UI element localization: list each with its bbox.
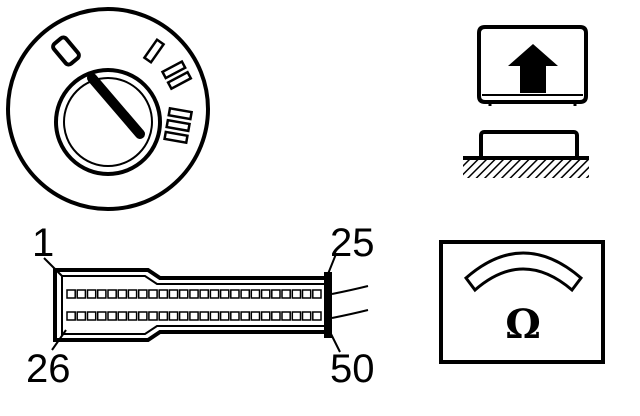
- pin-cavity: [291, 289, 302, 299]
- pin-cavity: [76, 289, 87, 299]
- pin-cavity: [107, 289, 117, 299]
- pin-label-50: 50: [330, 347, 375, 391]
- pin-cavity: [199, 311, 210, 321]
- pin-cavity: [271, 311, 281, 321]
- pin-cavity: [312, 289, 322, 299]
- push-button: [463, 25, 589, 178]
- pin-row-top: [66, 289, 322, 299]
- pin-cavity: [107, 311, 117, 321]
- pin-cavity: [271, 289, 281, 299]
- meter-scale-icon: [463, 251, 584, 293]
- pin-cavity: [168, 289, 179, 299]
- pin-cavity: [66, 289, 76, 299]
- pin-cavity: [189, 289, 199, 299]
- pin-cavity: [86, 311, 97, 321]
- pin-cavity: [230, 311, 240, 321]
- ignition-switch: [6, 7, 210, 211]
- pin-cavity: [66, 311, 76, 321]
- pin-cavity: [312, 311, 322, 321]
- ohmmeter: Ω: [439, 240, 605, 364]
- position-mark-1-icon: [142, 37, 166, 65]
- pin-cavity: [250, 289, 261, 299]
- pin-cavity: [301, 289, 312, 299]
- position-mark-2-icon: [160, 59, 193, 91]
- arrow-up-icon: [508, 44, 558, 93]
- switch-cylinder: [63, 77, 153, 167]
- pin-cavity: [250, 311, 261, 321]
- connector-latch: [324, 272, 332, 338]
- pin-cavity: [240, 311, 251, 321]
- pin-cavity: [209, 311, 220, 321]
- pin-cavity: [240, 289, 251, 299]
- pin-cavity: [219, 311, 230, 321]
- pin-cavity: [189, 311, 199, 321]
- pin-label-26: 26: [26, 347, 71, 391]
- wire: [331, 285, 369, 295]
- pin-cavity: [148, 311, 158, 321]
- pin-cavity: [301, 311, 312, 321]
- pin-cavity: [178, 289, 189, 299]
- connector: 1 25 26 50: [26, 221, 375, 391]
- pin-cavity: [117, 289, 128, 299]
- pin-label-1: 1: [32, 221, 54, 265]
- mounting-surface: [463, 158, 589, 178]
- key-slot-icon: [87, 73, 145, 139]
- pin-cavity: [117, 311, 128, 321]
- position-mark-3-icon: [163, 106, 194, 145]
- pin-cavity: [158, 311, 169, 321]
- pin-cavity: [137, 311, 148, 321]
- pin-cavity: [148, 289, 158, 299]
- wire: [331, 309, 369, 319]
- position-mark-0-icon: [51, 35, 81, 67]
- pin-cavity: [86, 289, 97, 299]
- pin-cavity: [158, 289, 169, 299]
- pin-cavity: [168, 311, 179, 321]
- pin-cavity: [199, 289, 210, 299]
- ohm-symbol: Ω: [505, 301, 541, 348]
- button-base: [479, 130, 579, 162]
- pin-cavity: [260, 289, 271, 299]
- pin-cavity: [219, 289, 230, 299]
- pin-label-25: 25: [330, 221, 375, 265]
- pin-cavity: [127, 289, 138, 299]
- pin-row-bottom: [66, 311, 322, 321]
- pin-cavity: [127, 311, 138, 321]
- pin-cavity: [96, 311, 107, 321]
- pin-cavity: [178, 311, 189, 321]
- pin-cavity: [76, 311, 87, 321]
- pin-cavity: [137, 289, 148, 299]
- pin-cavity: [281, 289, 291, 299]
- pin-cavity: [230, 289, 240, 299]
- pin-cavity: [260, 311, 271, 321]
- connector-housing: [53, 268, 332, 342]
- pin-cavity: [291, 311, 302, 321]
- pin-cavity: [209, 289, 220, 299]
- pin-cavity: [281, 311, 291, 321]
- pin-cavity: [96, 289, 107, 299]
